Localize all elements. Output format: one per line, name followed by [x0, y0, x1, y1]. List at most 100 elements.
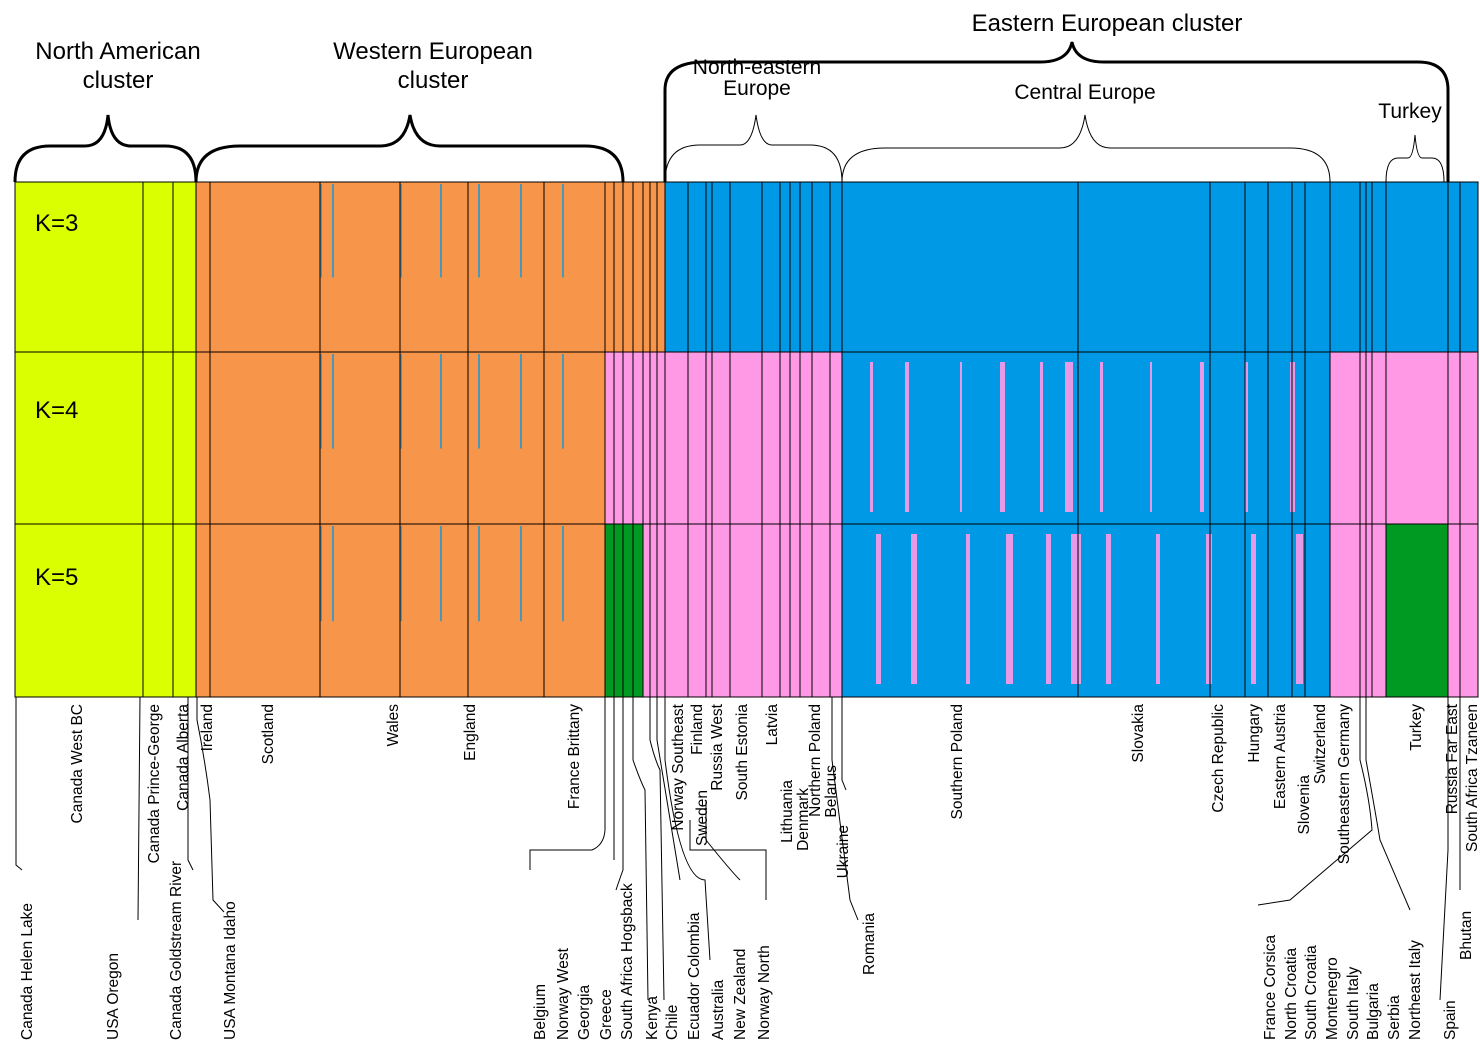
blue-streak: [332, 184, 334, 278]
pop-label-bottom-23: Northeast Italy: [1407, 940, 1424, 1040]
pink-streak-k5: [1206, 534, 1212, 684]
pop-label-top-7: France Brittany: [566, 704, 583, 809]
blue-streak: [400, 184, 402, 278]
pink-streak-k4: [1100, 362, 1103, 512]
pop-label-bottom-3: USA Montana Idaho: [222, 901, 239, 1040]
pink-streak-k5: [911, 534, 917, 684]
bar-segment-3-k4: [623, 352, 665, 524]
pink-streak-k5: [1106, 534, 1111, 684]
pop-label-bottom-19: Montenegro: [1324, 957, 1341, 1040]
brace-north-american: [13, 114, 198, 183]
pop-label-top-16: Northern Poland: [807, 704, 824, 817]
heading-north-american-line2: cluster: [83, 67, 154, 94]
pop-label-top-5: Wales: [385, 704, 402, 747]
bar-segment-4-k4: [665, 352, 842, 524]
heading-north-eastern-line2: Europe: [723, 77, 791, 100]
leader-line-7: [632, 697, 649, 1001]
bar-segment-0-k5: [15, 524, 196, 697]
leader-line-15: [1257, 697, 1373, 906]
pop-label-bottom-10: Chile: [664, 1005, 681, 1040]
heading-central-europe: Central Europe: [1014, 81, 1155, 104]
blue-streak: [520, 354, 522, 449]
pop-label-top-24: Slovenia: [1296, 775, 1313, 835]
pop-label-bottom-2: Canada Goldstream River: [168, 861, 185, 1040]
bar-segment-6-k3: [1330, 182, 1386, 352]
pop-label-top-20: Slovakia: [1130, 704, 1147, 763]
k-label-5: K=5: [35, 564, 78, 591]
bar-segment-0-k3: [15, 182, 196, 352]
leader-line-16: [1365, 697, 1411, 911]
leader-line-14: [841, 697, 847, 791]
pop-label-bottom-8: South Africa Hogsback: [619, 883, 636, 1040]
bar-segment-8-k3: [1448, 182, 1478, 352]
leader-line-12: [689, 820, 767, 900]
blue-streak: [440, 354, 442, 449]
leader-line-3: [137, 696, 141, 921]
pop-label-bottom-0: Canada Helen Lake: [19, 903, 36, 1040]
leader-line-10: [664, 697, 711, 961]
cluster-braces: [13, 41, 1450, 183]
pop-label-top-19: Southern Poland: [949, 704, 966, 819]
pop-label-bottom-11: Ecuador Colombia: [686, 912, 703, 1040]
blue-streak: [400, 354, 402, 449]
bar-chile-k5: [643, 524, 665, 697]
pink-streak-k5: [1071, 534, 1081, 684]
pop-label-bottom-13: New Zealand: [732, 949, 749, 1040]
blue-streak: [520, 526, 522, 622]
leader-line-4: [529, 697, 606, 870]
pink-streak-k5: [1296, 534, 1303, 684]
pop-label-top-13: Latvia: [764, 704, 781, 746]
bar-segment-8-k4: [1448, 352, 1478, 524]
pop-label-top-27: Turkey: [1408, 704, 1425, 751]
blue-streak: [320, 354, 322, 449]
pink-streak-k5: [966, 534, 970, 684]
pink-streak-k4: [1245, 362, 1248, 512]
blue-streak: [440, 184, 442, 278]
pop-label-bottom-12: Australia: [710, 979, 727, 1040]
brace-western-european: [194, 114, 625, 183]
pop-label-top-0: Canada West BC: [69, 704, 86, 823]
pink-streak-k5: [1251, 534, 1256, 684]
blue-streak: [562, 526, 564, 622]
bar-segment-0-k4: [15, 352, 196, 524]
bar-segment-5-k4: [842, 352, 1330, 524]
blue-streak: [440, 526, 442, 622]
pink-streak-k4: [1040, 362, 1043, 512]
pop-label-bottom-18: South Croatia: [1303, 945, 1320, 1040]
pop-label-top-22: Hungary: [1246, 704, 1263, 763]
pop-label-top-15: Denmark: [795, 788, 812, 851]
bar-turkey-k5: [1386, 524, 1448, 697]
pop-label-top-10: Sweden: [694, 790, 711, 846]
pop-label-top-14: Lithuania: [779, 780, 796, 843]
bar-segment-7-k4: [1386, 352, 1448, 524]
admixture-barplot: [14, 181, 1479, 698]
brace-eastern-european: [663, 41, 1450, 182]
blue-streak: [562, 354, 564, 449]
pop-label-bottom-15: Romania: [861, 913, 878, 975]
k-label-3: K=3: [35, 210, 78, 237]
k-label-4: K=4: [35, 397, 78, 424]
pop-label-top-11: Russia West: [709, 703, 726, 790]
pop-label-bottom-7: Greece: [598, 989, 615, 1040]
pink-streak-k4: [1065, 362, 1073, 512]
brace-north-eastern: [664, 114, 843, 183]
leader-line-17: [1439, 697, 1449, 1001]
pop-label-top-25: Switzerland: [1312, 704, 1329, 784]
heading-western-european-line1: Western European: [333, 38, 533, 65]
pop-label-top-17: Belarus: [823, 765, 840, 818]
pop-label-bottom-14: Norway North: [756, 945, 773, 1040]
pop-label-bottom-17: North Croatia: [1283, 947, 1300, 1040]
blue-streak: [520, 184, 522, 278]
leader-line-13: [831, 697, 859, 921]
leader-line-8: [649, 697, 665, 1001]
blue-streak: [332, 354, 334, 449]
leader-line-1: [196, 697, 225, 913]
pop-label-bottom-25: Bhutan: [1458, 911, 1475, 960]
bar-segment-7-k3: [1386, 182, 1448, 352]
blue-streak: [400, 526, 402, 622]
pop-label-bottom-16: France Corsica: [1262, 935, 1279, 1040]
bar-segment-5-k5: [842, 524, 1330, 697]
pop-label-bottom-4: Belgium: [532, 984, 549, 1040]
